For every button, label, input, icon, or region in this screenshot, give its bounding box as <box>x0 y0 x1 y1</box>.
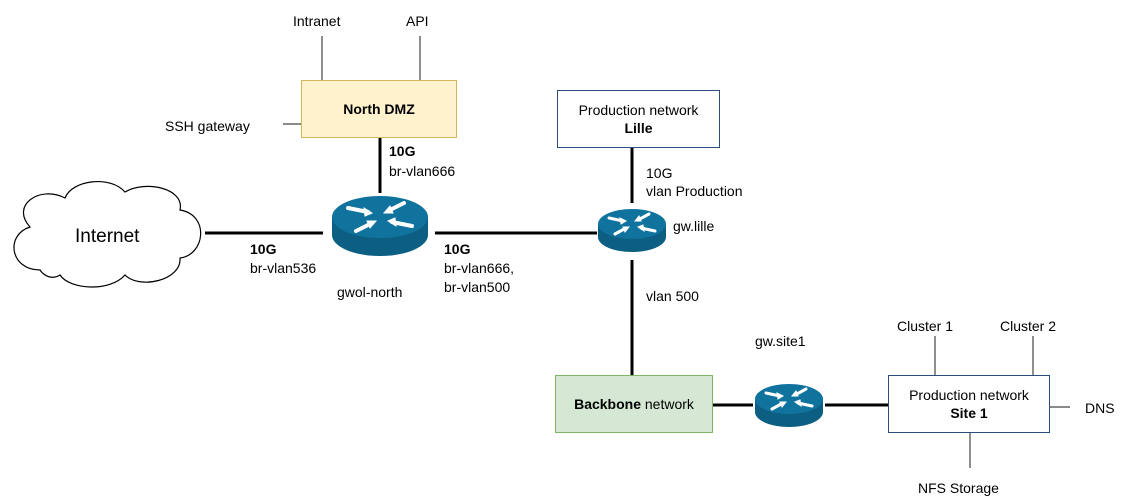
gw-lille-label: gw.lille <box>673 218 715 234</box>
router-gwol-north-icon <box>330 194 430 258</box>
lille-box-line2: Lille <box>624 120 653 136</box>
router-gw-site1-icon <box>753 382 825 429</box>
lille-link-speed: 10G <box>444 241 471 257</box>
lille-link-vlan-1: br-vlan666, <box>444 260 515 276</box>
ssh-gateway-label: SSH gateway <box>165 118 250 134</box>
dmz-link-speed: 10G <box>389 143 416 159</box>
backbone-label-bold: Backbone <box>574 396 641 412</box>
lille-link-vlan-2: br-vlan500 <box>444 279 511 295</box>
cluster2-label: Cluster 2 <box>1000 318 1057 334</box>
dmz-link-vlan: br-vlan666 <box>389 163 456 179</box>
internet-label: Internet <box>75 226 140 247</box>
intranet-label: Intranet <box>293 13 341 29</box>
lille-box-line1: Production network <box>578 102 699 118</box>
gw-site1-label: gw.site1 <box>755 333 806 349</box>
north-dmz-box: North DMZ <box>301 80 457 138</box>
router-gw-lille-icon <box>596 207 668 254</box>
internet-link-vlan: br-vlan536 <box>250 260 317 276</box>
dns-label: DNS <box>1085 400 1115 416</box>
backbone-label-rest: network <box>641 396 694 412</box>
site1-box-line1: Production network <box>909 387 1029 403</box>
lille-prod-speed: 10G <box>646 165 673 181</box>
backbone-link-vlan: vlan 500 <box>646 288 699 304</box>
nfs-storage-label: NFS Storage <box>918 480 999 496</box>
internet-cloud-icon <box>13 180 202 288</box>
north-dmz-label: North DMZ <box>343 101 415 117</box>
production-network-lille-box: Production network Lille <box>557 90 720 148</box>
lille-prod-vlan: vlan Production <box>646 183 743 199</box>
api-label: API <box>406 13 429 29</box>
production-network-site1-box: Production network Site 1 <box>888 375 1050 433</box>
internet-link-speed: 10G <box>250 241 277 257</box>
backbone-network-box: Backbone network <box>555 375 713 433</box>
site1-box-line2: Site 1 <box>950 405 988 421</box>
gwol-north-label: gwol-north <box>337 284 403 300</box>
cluster1-label: Cluster 1 <box>897 318 954 334</box>
